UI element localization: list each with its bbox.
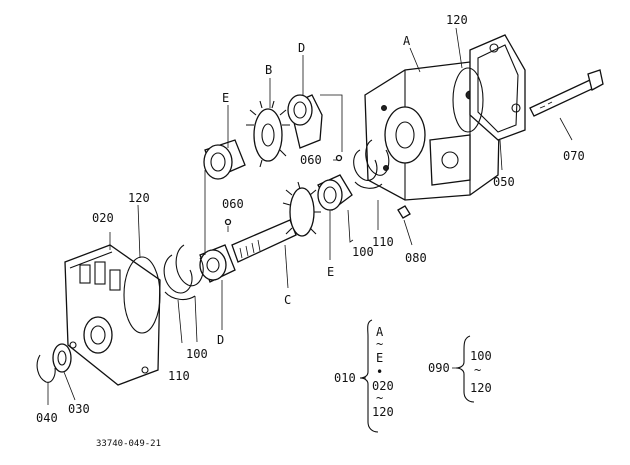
legend-010-line-6: 120 <box>372 405 394 419</box>
bushing-E-mid <box>317 174 353 211</box>
seal-set-100-110-right <box>353 139 390 189</box>
legend-010-line-4: 020 <box>372 379 394 393</box>
legend-010-line-3: • <box>376 365 383 379</box>
front-cover-020 <box>64 244 161 386</box>
legend-010-line-2: E <box>376 351 383 365</box>
callout-D-bottom: D <box>217 333 224 347</box>
callout-E-top: E <box>222 91 229 105</box>
callout-120-left: 120 <box>128 191 150 205</box>
seal-ring-120-top <box>452 67 484 133</box>
snap-ring-040 <box>36 354 56 383</box>
seal-set-100-110-left <box>163 244 204 301</box>
plug-080 <box>397 205 411 219</box>
callout-D-top: D <box>298 41 305 55</box>
callout-030: 030 <box>68 402 90 416</box>
drawing-code: 33740-049-21 <box>96 439 161 449</box>
callout-020: 020 <box>92 211 114 225</box>
leader-lines <box>47 27 573 405</box>
callout-110-b: 110 <box>168 369 190 383</box>
callout-100-b: 100 <box>186 347 208 361</box>
callout-120-top: 120 <box>446 13 468 27</box>
callout-100-a: 100 <box>352 245 374 259</box>
legend-010: 010 A ~ E • 020 ~ 120 <box>334 319 394 433</box>
callout-080: 080 <box>405 251 427 265</box>
callout-040: 040 <box>36 411 58 425</box>
drive-gear-C <box>231 181 321 263</box>
bushing-E-top <box>203 139 246 180</box>
callout-070: 070 <box>563 149 585 163</box>
callout-060-a: 060 <box>300 153 322 167</box>
legend-010-id: 010 <box>334 371 356 385</box>
pin-060-b <box>224 218 232 226</box>
oil-seal-030 <box>52 343 72 373</box>
pump-housing-A <box>364 61 501 201</box>
rear-cover-050 <box>469 34 526 141</box>
legend-090-line-1: ~ <box>474 363 481 377</box>
callout-E-mid: E <box>327 265 334 279</box>
legend-010-line-1: ~ <box>376 337 383 351</box>
callout-110-a: 110 <box>372 235 394 249</box>
legend-010-line-5: ~ <box>376 391 383 405</box>
bearing-D-top <box>287 94 323 149</box>
bearing-D-bottom <box>199 244 236 283</box>
callout-C: C <box>284 293 291 307</box>
bolt-070 <box>529 69 604 117</box>
legend-090-line-0: 100 <box>470 349 492 363</box>
callout-050: 050 <box>493 175 515 189</box>
callout-A: A <box>403 34 411 48</box>
legend-010-line-0: A <box>376 325 384 339</box>
pin-060-a <box>335 154 343 162</box>
legend-090-line-2: 120 <box>470 381 492 395</box>
callout-060-b: 060 <box>222 197 244 211</box>
legend-090-id: 090 <box>428 361 450 375</box>
callout-B: B <box>265 63 272 77</box>
driven-gear-B <box>246 100 290 168</box>
seal-ring-120-left <box>123 256 161 334</box>
legend-090: 090 100 ~ 120 <box>428 335 492 403</box>
